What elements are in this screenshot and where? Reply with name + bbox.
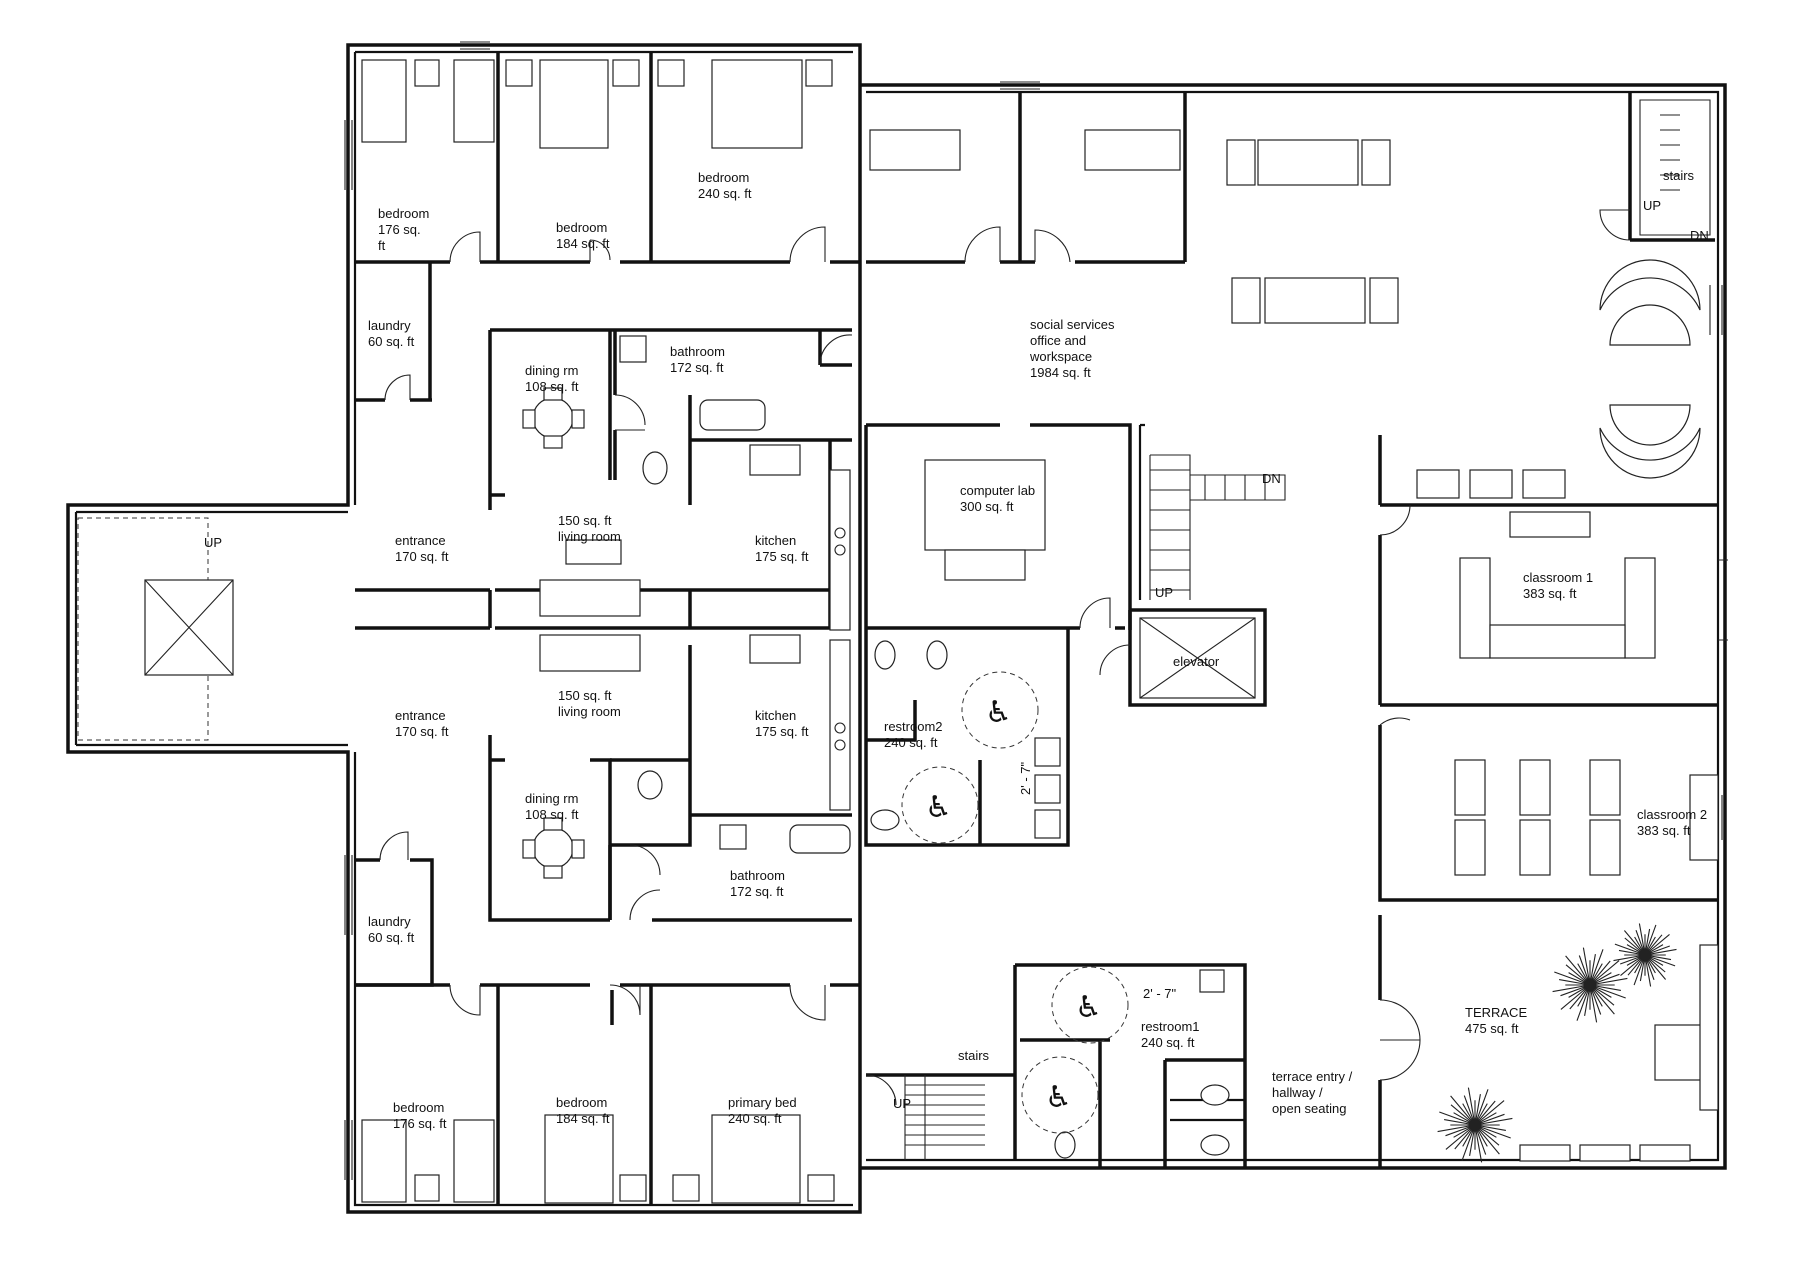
stairs-s-up: UP [893,1096,911,1111]
social-line2: office and [1030,333,1086,348]
living-n-name: living room [558,529,621,544]
bedroom-nw3-name: bedroom [698,170,749,185]
dining-table-north [532,397,574,439]
classroom2-area: 383 sq. ft [1637,823,1691,838]
plant-icon [1552,947,1628,1023]
bedroom-nw2-name: bedroom [556,220,607,235]
dining-n-name: dining rm [525,363,578,378]
stairs-ne-dn: DN [1690,228,1709,243]
restroom1-area: 240 sq. ft [1141,1035,1195,1050]
terrace-name: TERRACE [1465,1005,1527,1020]
social-line3: workspace [1029,349,1092,364]
entrance-s-name: entrance [395,708,446,723]
bedroom-nw1-name: bedroom [378,206,429,221]
wheelchair-icon: ♿ [925,790,952,825]
plant-icon [1437,1087,1513,1163]
living-s-name: living room [558,704,621,719]
bathroom-s-area: 172 sq. ft [730,884,784,899]
restroom2-area: 240 sq. ft [884,735,938,750]
primary-bed-name: primary bed [728,1095,797,1110]
restroom1-name: restroom1 [1141,1019,1200,1034]
terrace-entry-line2: hallway / [1272,1085,1323,1100]
kitchen-n-area: 175 sq. ft [755,549,809,564]
laundry-n-area: 60 sq. ft [368,334,415,349]
bedroom-sw1-area: 176 sq. ft [393,1116,447,1131]
dining-s-area: 108 sq. ft [525,807,579,822]
terrace-area: 475 sq. ft [1465,1021,1519,1036]
bedroom-nw1-area: 176 sq. [378,222,421,237]
kitchen-s-name: kitchen [755,708,796,723]
kitchen-n-name: kitchen [755,533,796,548]
wheelchair-icon: ♿ [1045,1080,1072,1115]
classroom2-name: classroom 2 [1637,807,1707,822]
west-stair-up: UP [204,535,222,550]
terrace-entry-line3: open seating [1272,1101,1346,1116]
doors [379,209,1631,1106]
computer-lab-area: 300 sq. ft [960,499,1014,514]
social-line1: social services [1030,317,1115,332]
entrance-n-area: 170 sq. ft [395,549,449,564]
restroom2-dim: 2' - 7" [1018,762,1033,795]
institutional-walls [864,92,1718,1168]
primary-bed-area: 240 sq. ft [728,1111,782,1126]
plant-icon [1613,923,1677,987]
entrance-n-name: entrance [395,533,446,548]
laundry-s-area: 60 sq. ft [368,930,415,945]
restroom2-name: restroom2 [884,719,943,734]
bedroom-sw2-name: bedroom [556,1095,607,1110]
social-area: 1984 sq. ft [1030,365,1091,380]
classroom1-area: 383 sq. ft [1523,586,1577,601]
restroom1-dim: 2' - 7" [1143,986,1176,1001]
laundry-s-name: laundry [368,914,411,929]
main-stair-up: UP [1155,585,1173,600]
bedroom-sw2-area: 184 sq. ft [556,1111,610,1126]
accessibility-icons: ♿ ♿ ♿ ♿ [925,695,1102,1115]
dining-s-name: dining rm [525,791,578,806]
residential-furniture [361,59,851,1204]
institutional-furniture [77,99,1719,1162]
dining-n-area: 108 sq. ft [525,379,579,394]
main-stair-dn: DN [1262,471,1281,486]
wheelchair-icon: ♿ [1075,990,1102,1025]
entrance-s-area: 170 sq. ft [395,724,449,739]
stairs-s-name: stairs [958,1048,990,1063]
labels: bedroom 176 sq. ft bedroom 184 sq. ft be… [204,168,1709,1131]
stairs-ne-name: stairs [1663,168,1695,183]
terrace-entry-line1: terrace entry / [1272,1069,1353,1084]
stairs-ne-up: UP [1643,198,1661,213]
living-n-area: 150 sq. ft [558,513,612,528]
laundry-n-name: laundry [368,318,411,333]
wheelchair-icon: ♿ [985,695,1012,730]
computer-lab-name: computer lab [960,483,1035,498]
bedroom-nw2-area: 184 sq. ft [556,236,610,251]
terrace-plants [1437,923,1677,1163]
bathroom-n-area: 172 sq. ft [670,360,724,375]
bathroom-n-name: bathroom [670,344,725,359]
classroom1-name: classroom 1 [1523,570,1593,585]
bedroom-nw3-area: 240 sq. ft [698,186,752,201]
bedroom-sw1-name: bedroom [393,1100,444,1115]
elevator-name: elevator [1173,654,1220,669]
kitchen-s-area: 175 sq. ft [755,724,809,739]
bathroom-s-name: bathroom [730,868,785,883]
living-s-area: 150 sq. ft [558,688,612,703]
residential-walls [355,52,860,1205]
bedroom-nw1-area2: ft [378,238,386,253]
